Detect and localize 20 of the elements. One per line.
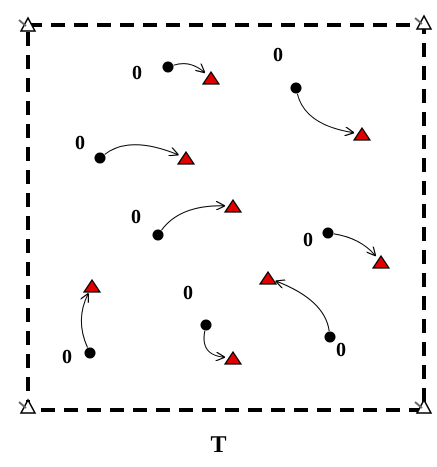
player-symbol: 0 [75, 133, 85, 153]
player-symbol: 0 [132, 63, 142, 83]
corner-marker [18, 396, 38, 416]
corner-marker [414, 12, 434, 32]
player-symbol: 0 [131, 207, 141, 227]
movement-arrow [204, 330, 226, 362]
player-symbol: 0 [273, 45, 283, 65]
player-symbol: 0 [183, 283, 193, 303]
movement-arrow [161, 200, 226, 231]
corner-marker [18, 14, 38, 34]
movement-arrow [274, 280, 330, 332]
movement-arrow [80, 292, 90, 348]
movement-arrow [173, 62, 206, 74]
movement-arrow [296, 93, 355, 136]
player-symbol: 0 [303, 230, 313, 250]
movement-arrow [333, 233, 376, 256]
player-symbol: 0 [336, 340, 346, 360]
caption: T [209, 432, 228, 459]
player-symbol: 0 [62, 347, 72, 367]
movement-arrow [104, 144, 180, 156]
